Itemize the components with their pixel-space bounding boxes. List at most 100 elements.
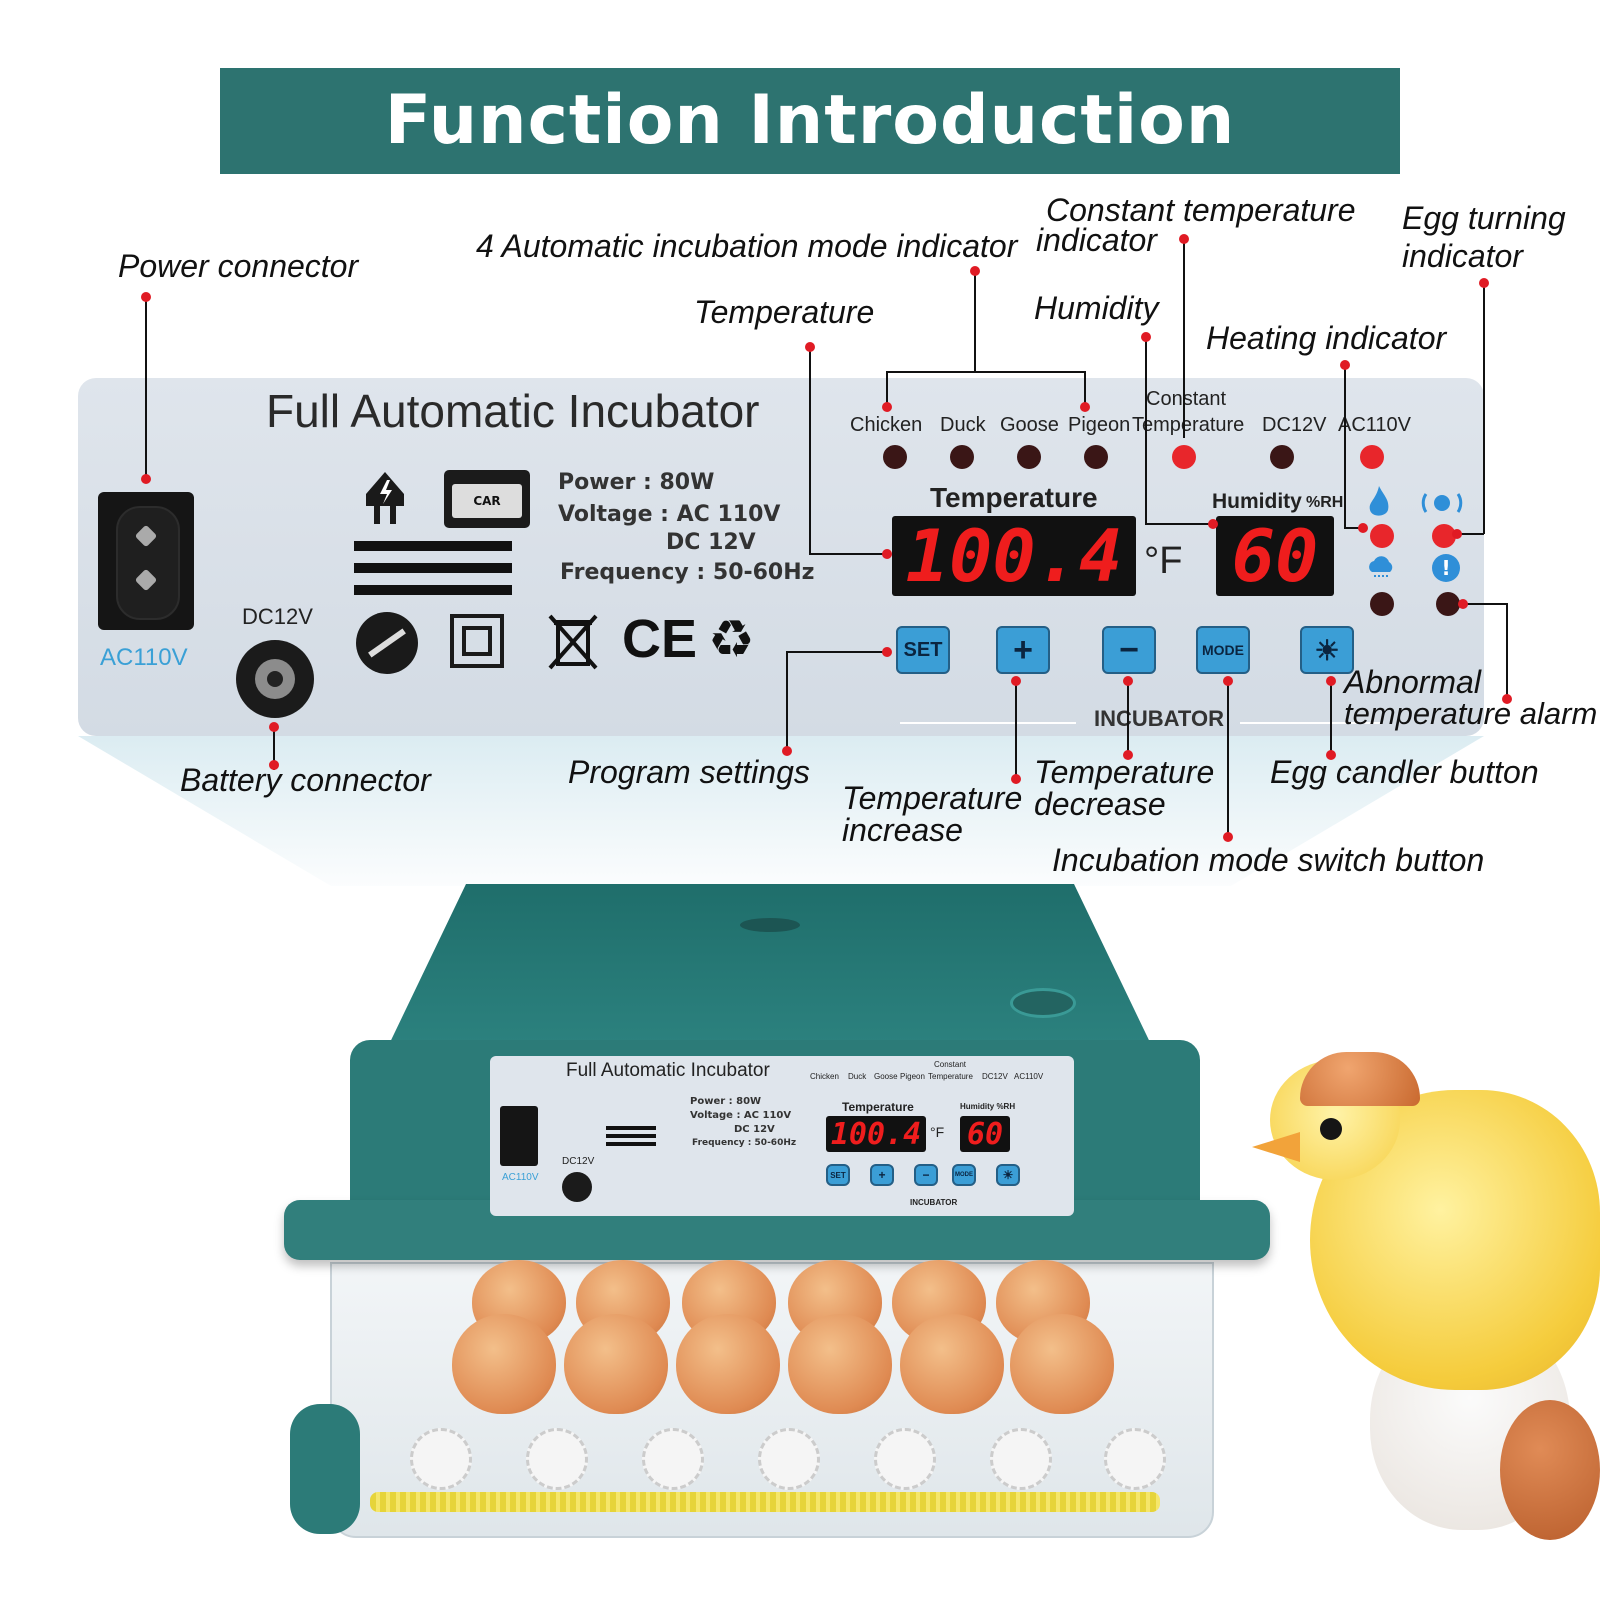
mini-temperature-display: 100.4 [826,1116,926,1152]
humidity-unit: %RH [1306,494,1344,511]
side-turning-motor [290,1404,360,1534]
mini-spec-voltage: Voltage : AC 110V [690,1110,792,1121]
worm-drive-rod [370,1492,1160,1512]
mini-spec-frequency: Frequency : 50-60Hz [692,1138,797,1148]
egg-candler-button[interactable]: ☀ [1300,626,1354,674]
egg [452,1314,556,1414]
spec-power: Power : 80W [558,470,715,495]
mini-set-button[interactable]: SET [826,1164,850,1186]
mini-panel-title: Full Automatic Incubator [566,1060,770,1081]
ac-dc-symbol-icon [354,541,512,595]
mini-mode-chicken: Chicken [810,1072,839,1081]
callout-temp-decrease-line2: decrease [1034,786,1166,822]
weee-bin-icon [546,612,600,672]
egg [564,1314,668,1414]
mini-mode-button[interactable]: MODE [952,1164,976,1186]
mini-icon-cluster [606,1096,656,1146]
mode-label-pigeon: Pigeon [1068,414,1131,436]
humidity-display: 60 [1216,514,1334,598]
footer-divider-right [1240,722,1380,724]
spec-dc: DC 12V [666,530,756,555]
page-title: Function Introduction [384,81,1236,160]
alarm-exclamation-icon: ! [1432,554,1460,582]
spec-voltage: Voltage : AC 110V [558,502,781,527]
egg-roller-gears [410,1424,1170,1500]
dc-port-label: DC12V [242,604,313,629]
ac-power-socket [98,492,194,630]
mini-ac-socket [500,1106,538,1166]
callout-egg-candler: Egg candler button [1270,754,1539,790]
ce-mark-icon: CE [622,609,698,669]
mode-led-pigeon [1084,445,1108,469]
callout-humidity: Humidity [1034,290,1159,326]
mini-footer-label: INCUBATOR [910,1198,958,1207]
egg-turning-icon [1420,490,1464,516]
callout-constant-temp-line1: Constant temperature [1046,192,1356,228]
mode-led-goose [1017,445,1041,469]
mini-mode-goose: Goose [874,1072,898,1081]
egg [1010,1314,1114,1414]
set-button[interactable]: SET [896,626,950,674]
mode-button[interactable]: MODE [1196,626,1250,674]
mini-dc-socket [562,1172,592,1202]
lid-vent-hole [740,918,800,932]
mode-label-duck: Duck [940,414,986,436]
mini-spec-dc: DC 12V [734,1124,775,1135]
mini-humidity-display: 60 [960,1116,1010,1152]
heating-led [1370,524,1394,548]
mini-dc12v-label: DC12V [982,1072,1008,1081]
brown-egg [1500,1400,1600,1540]
double-insulation-icon [450,614,504,668]
egg [788,1314,892,1414]
mini-ac110v-label: AC110V [1014,1072,1044,1081]
callout-mode-indicator: 4 Automatic incubation mode indicator [476,228,1018,264]
temperature-decrease-button[interactable]: − [1102,626,1156,674]
callout-temp-increase-line1: Temperature [842,780,1023,816]
constant-temp-label-line1: Constant [1146,388,1227,410]
mini-spec-power: Power : 80W [690,1096,762,1107]
water-inlet-hole [1010,988,1076,1018]
mini-constant-line2: Temperature [928,1072,973,1081]
mode-led-chicken [883,445,907,469]
ac110v-indicator-label: AC110V [1338,414,1412,436]
sun-icon: ☀ [1314,634,1340,666]
callout-power-connector: Power connector [118,248,359,284]
dc12v-led [1270,445,1294,469]
mini-temperature-unit: °F [930,1124,945,1140]
callout-abnormal-line2: temperature alarm [1344,696,1598,731]
callout-heating: Heating indicator [1206,320,1447,356]
eggshell-cap [1300,1052,1420,1106]
temperature-display: 100.4 [892,514,1136,598]
recycle-icon: ♻ [708,610,755,670]
flame-icon [1366,484,1392,520]
temperature-increase-button[interactable]: + [996,626,1050,674]
mini-humidity-heading: Humidity %RH [960,1102,1016,1111]
chick-eye [1320,1118,1342,1140]
mini-candler-button[interactable]: ☀ [996,1164,1020,1186]
low-energy-icon [356,612,418,674]
callout-abnormal-line1: Abnormal [1344,664,1481,700]
title-banner [220,68,1400,174]
mini-sun-icon: ☀ [1002,1168,1014,1182]
panel-footer-label: INCUBATOR [1094,706,1224,731]
callout-constant-temp-line2: indicator [1036,222,1157,258]
callout-egg-turning-line2: indicator [1402,238,1523,274]
mini-mode-duck: Duck [848,1072,867,1081]
mini-ac-label: AC110V [502,1172,539,1183]
panel-zoom-shade [78,736,1484,886]
mini-mode-pigeon: Pigeon [900,1072,925,1081]
humidifier-cloud-icon [1366,556,1396,582]
ac-port-label: AC110V [100,644,188,671]
callout-battery-connector: Battery connector [180,762,431,798]
mode-label-goose: Goose [1000,414,1059,436]
mode-label-chicken: Chicken [850,414,923,436]
mini-plus-button[interactable]: + [870,1164,894,1186]
callout-temperature: Temperature [694,294,875,330]
temperature-heading: Temperature [930,482,1098,513]
callout-mode-switch: Incubation mode switch button [1052,842,1485,878]
battery-icon: CAR [444,470,530,528]
mini-minus-button[interactable]: − [914,1164,938,1186]
ac110v-led [1360,445,1384,469]
constant-temp-led [1172,445,1196,469]
dc-battery-socket [236,640,314,718]
